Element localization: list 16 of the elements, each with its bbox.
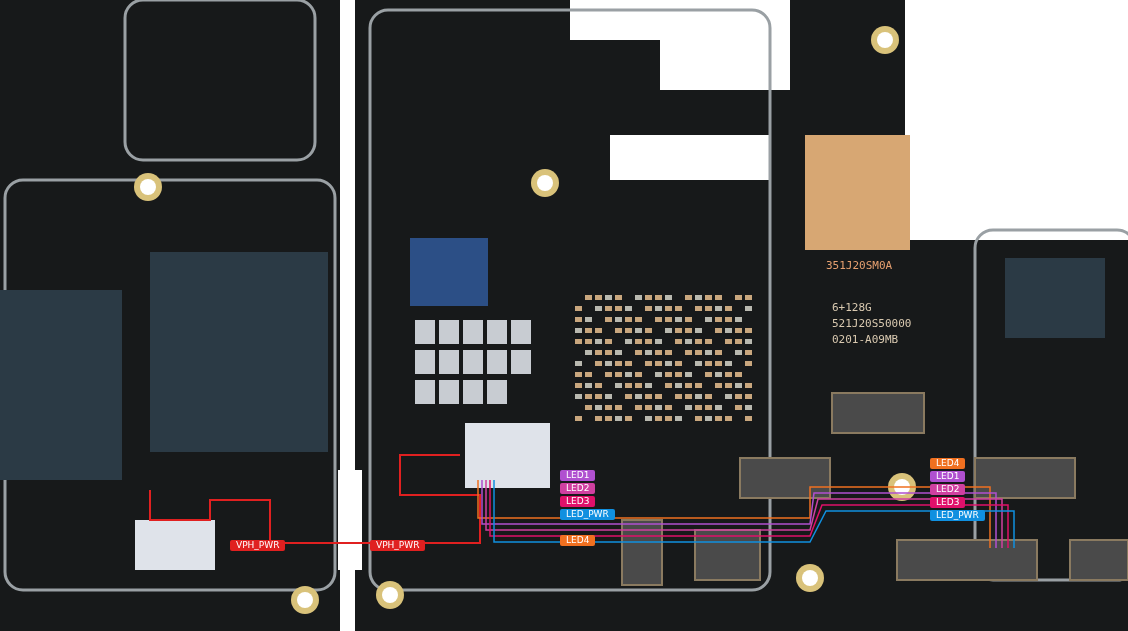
net-label: LED3 — [930, 497, 966, 508]
net-label: LED4 — [560, 535, 596, 546]
chip-marking: 351J20SM0A — [826, 260, 893, 271]
net-label: VPH_PWR — [230, 540, 286, 551]
net-label: LED1 — [930, 471, 966, 482]
net-label: LED3 — [560, 496, 596, 507]
chip-marking: 6+128G — [832, 302, 872, 313]
net-label: LED1 — [560, 470, 596, 481]
net-label: VPH_PWR — [370, 540, 426, 551]
net-label: LED4 — [930, 458, 966, 469]
net-label: LED_PWR — [930, 510, 985, 521]
net-label: LED2 — [930, 484, 966, 495]
net-label: LED2 — [560, 483, 596, 494]
chip-marking: 0201-A09MB — [832, 334, 899, 345]
net-label: LED_PWR — [560, 509, 615, 520]
chip-marking: 521J20S50000 — [832, 318, 912, 329]
